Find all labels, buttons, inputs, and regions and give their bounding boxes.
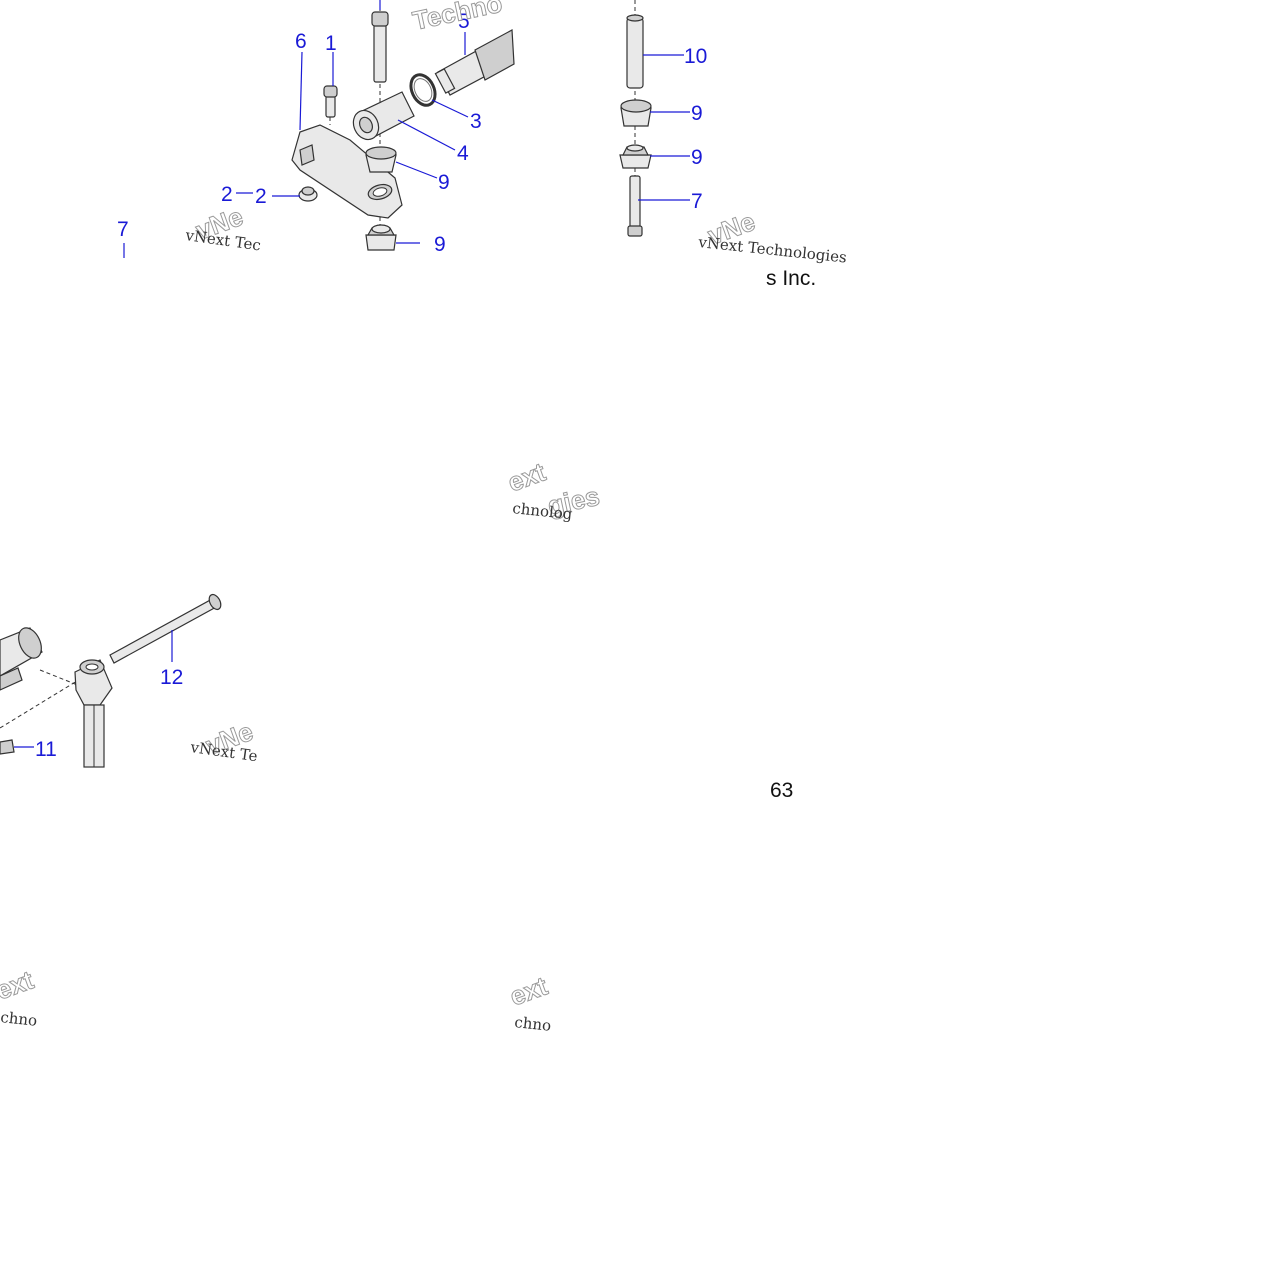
watermark-brand: chno <box>514 1013 552 1035</box>
long-bolt <box>371 11 389 83</box>
watermark-text: ext <box>0 964 38 1005</box>
rubber-bushing <box>365 224 397 251</box>
callout-5: 5 <box>458 10 470 33</box>
callout-11: 11 <box>35 738 57 761</box>
callout-2: 2 <box>221 183 233 206</box>
page-number-text: 63 <box>770 779 793 802</box>
bolt <box>627 175 643 237</box>
nut <box>298 186 318 202</box>
shaft-assembly: 12 11 vNe vNext Te <box>0 593 259 768</box>
callout-7: 7 <box>117 218 129 241</box>
lever-arm <box>291 124 403 219</box>
callout-2: 2 <box>255 185 267 208</box>
callout-4: 4 <box>457 142 469 165</box>
bottom-watermarks: ext chno ext chno <box>0 964 552 1035</box>
small-bolt <box>323 85 338 118</box>
rubber-bushing <box>620 99 652 127</box>
company-suffix-text: s Inc. <box>766 267 816 290</box>
cylinder-body <box>0 627 43 691</box>
callout-7: 7 <box>691 190 703 213</box>
vertical-stack-assembly: 10 9 9 7 vNe vNext Technologies s Inc. <box>619 0 848 290</box>
callout-3: 3 <box>470 110 482 133</box>
rubber-bushing <box>365 146 397 173</box>
clevis-yoke <box>74 659 113 768</box>
lever-assembly: 1 2 2 3 4 5 6 7 9 9 Techno vNe vNext Tec <box>117 0 515 258</box>
tube-shaft <box>434 29 515 96</box>
callout-12: 12 <box>160 666 183 689</box>
callout-1: 1 <box>325 32 337 55</box>
center-watermark: ext gies chnolog <box>503 456 602 523</box>
watermark-brand: vNext Tec <box>183 226 262 255</box>
o-ring <box>409 73 437 107</box>
callout-9: 9 <box>691 102 703 125</box>
watermark-text: ext <box>506 970 552 1011</box>
spacer-tube <box>626 14 644 89</box>
long-pin <box>109 593 222 664</box>
watermark-text: ext <box>504 456 550 497</box>
callout-9: 9 <box>691 146 703 169</box>
callout-9: 9 <box>434 233 446 256</box>
sleeve-bushing <box>352 91 415 141</box>
watermark-brand: chno <box>0 1008 38 1030</box>
callout-9: 9 <box>438 171 450 194</box>
watermark-brand: vNext Technologies <box>697 233 848 267</box>
callout-10: 10 <box>684 45 707 68</box>
page-number-fragment: 63 <box>770 779 793 802</box>
bolt <box>0 739 15 755</box>
callout-6: 6 <box>295 30 307 53</box>
rubber-bushing <box>619 144 652 169</box>
